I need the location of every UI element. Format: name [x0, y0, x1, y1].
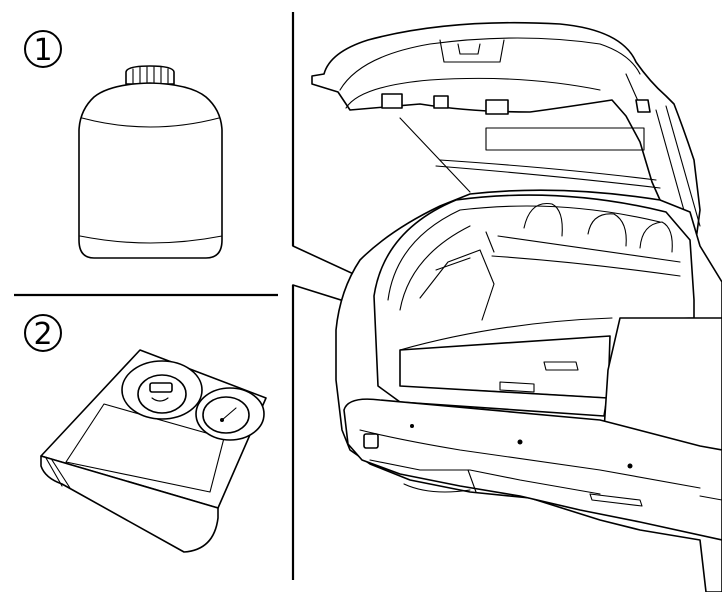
callout-2: 2 [24, 314, 62, 352]
vehicle-cargo-area-icon [311, 21, 722, 592]
sealant-bottle-icon [78, 65, 223, 259]
callout-2-label: 2 [33, 317, 52, 352]
callout-1: 1 [24, 30, 62, 68]
tire-inflator-compressor-icon [40, 349, 267, 553]
callout-1-label: 1 [33, 33, 52, 68]
